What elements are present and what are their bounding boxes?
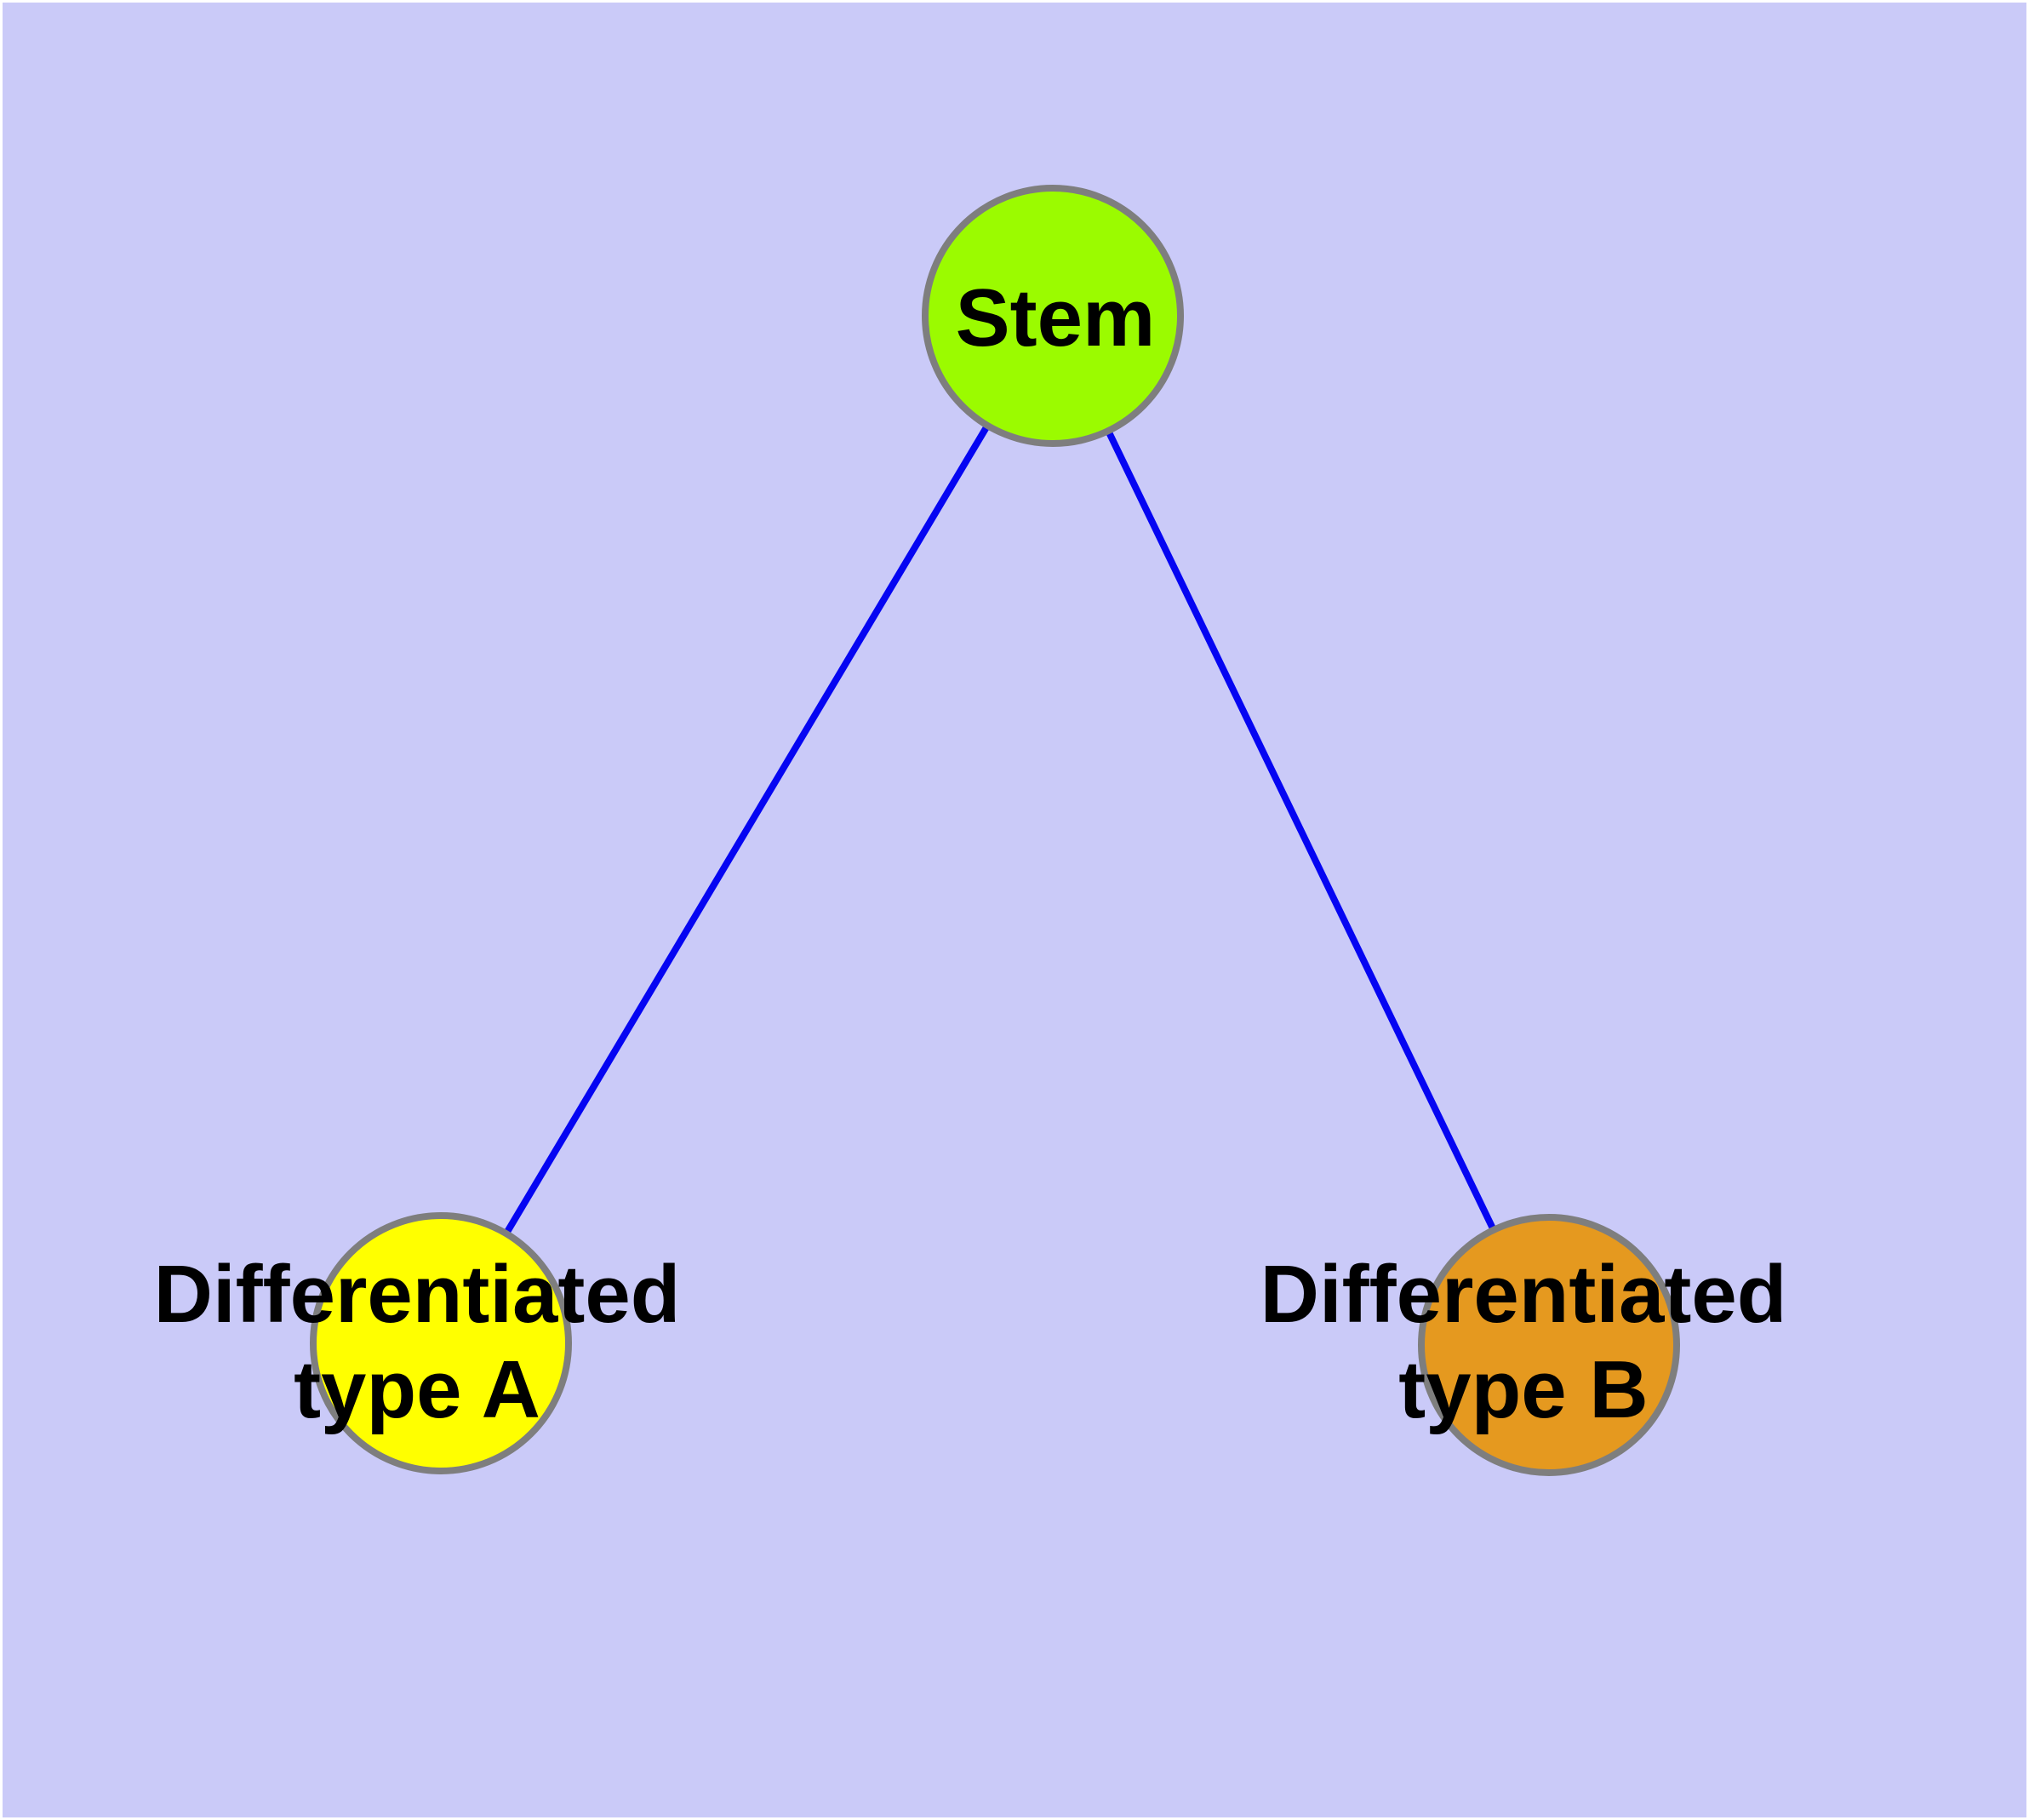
node-type-b-circle: [1418, 1214, 1680, 1476]
node-stem-label: Stem: [956, 272, 1156, 363]
node-type-b-label-line1: Differentiated: [1260, 1249, 1787, 1340]
node-type-a-circle: [310, 1212, 572, 1474]
node-type-a-label-line1: Differentiated: [154, 1249, 681, 1340]
node-type-a-label-line2: type A: [294, 1344, 540, 1435]
node-type-b-label-line2: type B: [1398, 1344, 1648, 1435]
node-stem-circle: [922, 185, 1184, 447]
edge-stem-to-type-b: [1049, 314, 1552, 1347]
edge-stem-to-type-a: [437, 313, 1056, 1346]
